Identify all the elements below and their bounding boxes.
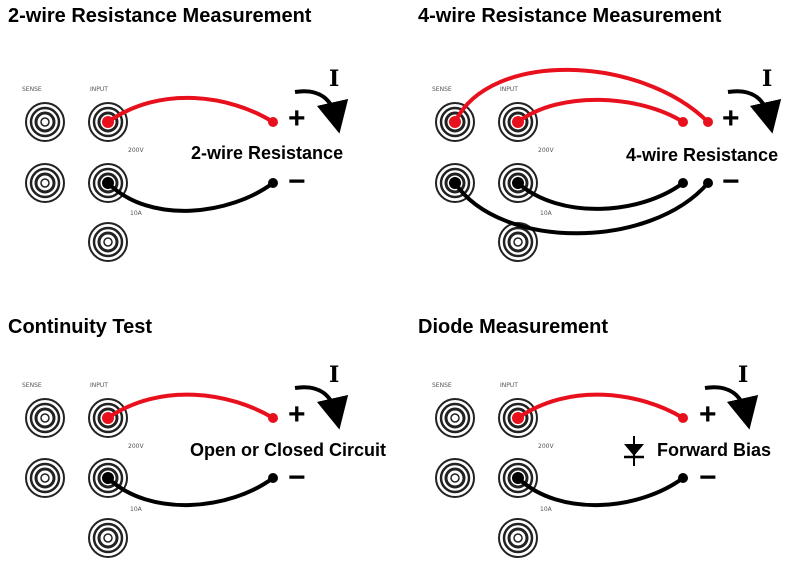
svg-text:10A: 10A: [540, 506, 553, 513]
red-lead-diode: [516, 392, 685, 420]
current-arrow-continuity: [294, 385, 349, 430]
minus-sign-2wire: −: [288, 165, 306, 198]
red-lead-2wire: [106, 95, 275, 124]
current-label-2wire: I: [329, 66, 340, 92]
black-lead-continuity: [106, 476, 275, 507]
terminal-jacks-diode: SENSE INPUT 200V 10A: [432, 382, 554, 559]
black-lead-diode: [516, 476, 685, 507]
measurement-label-diode: Forward Bias: [657, 440, 772, 460]
svg-text:10A: 10A: [130, 506, 143, 513]
current-arrow-2wire: [294, 89, 349, 134]
plus-sign-2wire: +: [288, 102, 306, 135]
panel-title-diode: Diode Measurement: [418, 316, 609, 338]
plus-sign-diode: +: [699, 398, 717, 431]
current-arrow-4wire: [727, 89, 782, 134]
svg-text:SENSE: SENSE: [22, 86, 42, 93]
black-input-lead-4wire: [516, 181, 685, 211]
measurement-label-2wire: 2-wire Resistance: [191, 143, 344, 163]
svg-text:INPUT: INPUT: [90, 382, 108, 389]
svg-text:INPUT: INPUT: [500, 382, 518, 389]
svg-text:200V: 200V: [128, 443, 144, 450]
panel-title-2wire: 2-wire Resistance Measurement: [8, 5, 312, 27]
svg-text:SENSE: SENSE: [22, 382, 42, 389]
red-sense-lead-4wire: [453, 67, 710, 124]
svg-text:200V: 200V: [538, 147, 554, 154]
terminal-jacks-continuity: SENSE INPUT 200V 10A: [22, 382, 144, 559]
plus-sign-4wire: +: [722, 102, 740, 135]
current-label-4wire: I: [762, 66, 773, 92]
black-sense-lead-4wire: [453, 181, 710, 236]
diode-icon: [624, 436, 644, 466]
red-lead-continuity: [106, 392, 275, 420]
current-arrow-diode: [704, 385, 759, 430]
terminal-jacks-2wire: SENSE INPUT 200V 10A: [22, 86, 144, 263]
svg-text:INPUT: INPUT: [90, 86, 108, 93]
measurement-label-4wire: 4-wire Resistance: [626, 145, 779, 165]
svg-text:INPUT: INPUT: [500, 86, 518, 93]
panel-title-continuity: Continuity Test: [8, 316, 153, 338]
svg-text:200V: 200V: [538, 443, 554, 450]
measurement-label-continuity: Open or Closed Circuit: [190, 440, 387, 460]
plus-sign-continuity: +: [288, 398, 306, 431]
svg-text:SENSE: SENSE: [432, 86, 452, 93]
black-lead-2wire: [106, 181, 275, 213]
minus-sign-4wire: −: [722, 165, 740, 198]
minus-sign-diode: −: [699, 461, 717, 494]
panel-title-4wire: 4-wire Resistance Measurement: [418, 5, 722, 27]
minus-sign-continuity: −: [288, 461, 306, 494]
current-label-continuity: I: [329, 362, 340, 388]
svg-text:10A: 10A: [540, 210, 553, 217]
red-input-lead-4wire: [516, 97, 685, 124]
svg-text:10A: 10A: [130, 210, 143, 217]
terminal-jacks-4wire: SENSE INPUT 200V 10A: [432, 86, 554, 263]
current-label-diode: I: [738, 362, 749, 388]
svg-text:200V: 200V: [128, 147, 144, 154]
svg-text:SENSE: SENSE: [432, 382, 452, 389]
